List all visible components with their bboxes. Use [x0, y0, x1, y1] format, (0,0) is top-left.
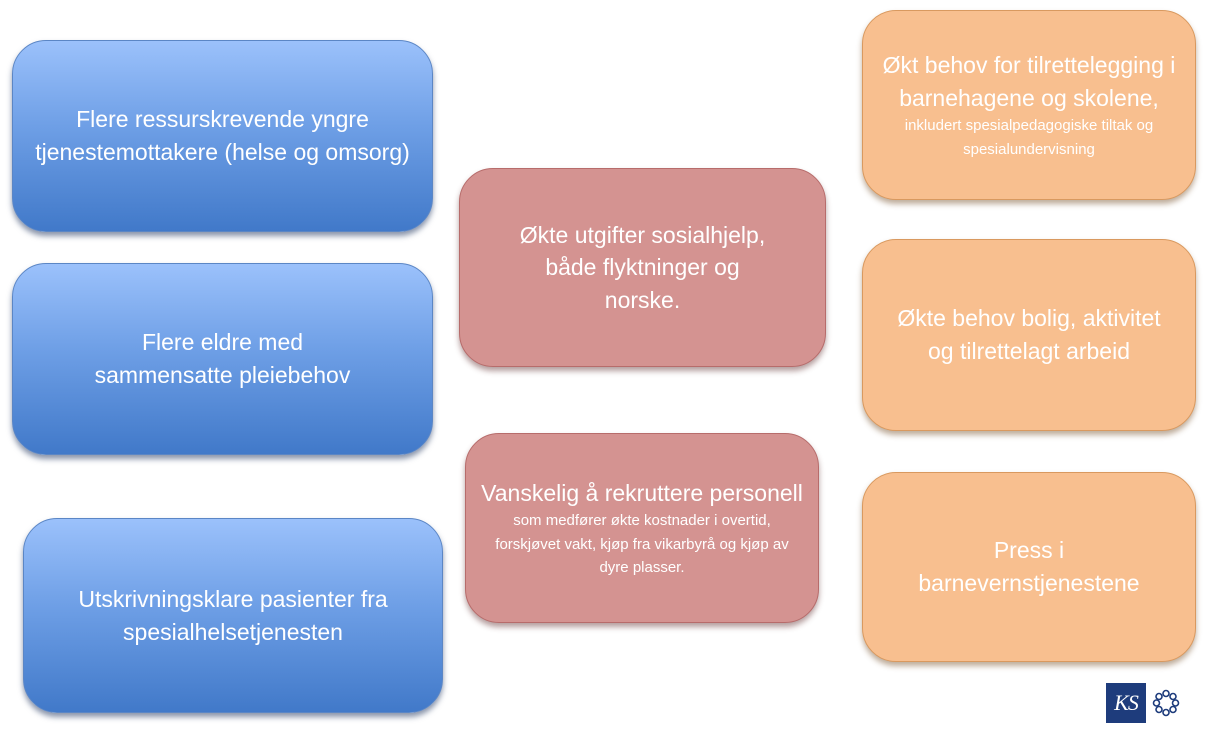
box-text: Utskrivningsklare pasienter fra spesialh…: [78, 585, 388, 645]
box-housing-activity-needs: Økte behov bolig, aktivitet og tilrettel…: [862, 239, 1196, 431]
ks-emblem-icon: [1148, 683, 1184, 723]
box-detail: som medfører økte kostnader i overtid, f…: [495, 512, 789, 576]
box-text: Flere ressurskrevende yngre tjenestemott…: [35, 106, 410, 165]
box-title: Vanskelig å rekruttere personell: [481, 479, 803, 506]
box-resource-demanding-young: Flere ressurskrevende yngre tjenestemott…: [12, 40, 433, 232]
box-text: Flere eldre med sammensatte pleiebehov: [94, 329, 351, 388]
box-text: Økte behov bolig, aktivitet og tilrettel…: [897, 305, 1161, 364]
box-child-welfare-pressure: Press i barnevernstjenestene: [862, 472, 1196, 662]
box-discharge-ready-patients: Utskrivningsklare pasienter fra spesialh…: [23, 518, 443, 713]
box-text: Økte utgifter sosialhjelp, både flyktnin…: [519, 221, 766, 313]
box-recruitment-difficulty: Vanskelig å rekruttere personell som med…: [465, 433, 819, 623]
ks-logo: KS: [1106, 683, 1186, 723]
box-text: Press i barnevernstjenestene: [918, 537, 1140, 596]
box-kindergarten-school-adaptation: Økt behov for tilrettelegging i barnehag…: [862, 10, 1196, 200]
box-elderly-care-needs: Flere eldre med sammensatte pleiebehov: [12, 263, 433, 455]
box-title: Økt behov for tilrettelegging i barnehag…: [882, 52, 1176, 111]
box-detail: inkludert spesialpedagogiske tiltak og s…: [904, 117, 1154, 158]
box-social-assistance-costs: Økte utgifter sosialhjelp, både flyktnin…: [459, 168, 826, 367]
ks-logo-text: KS: [1106, 683, 1146, 723]
